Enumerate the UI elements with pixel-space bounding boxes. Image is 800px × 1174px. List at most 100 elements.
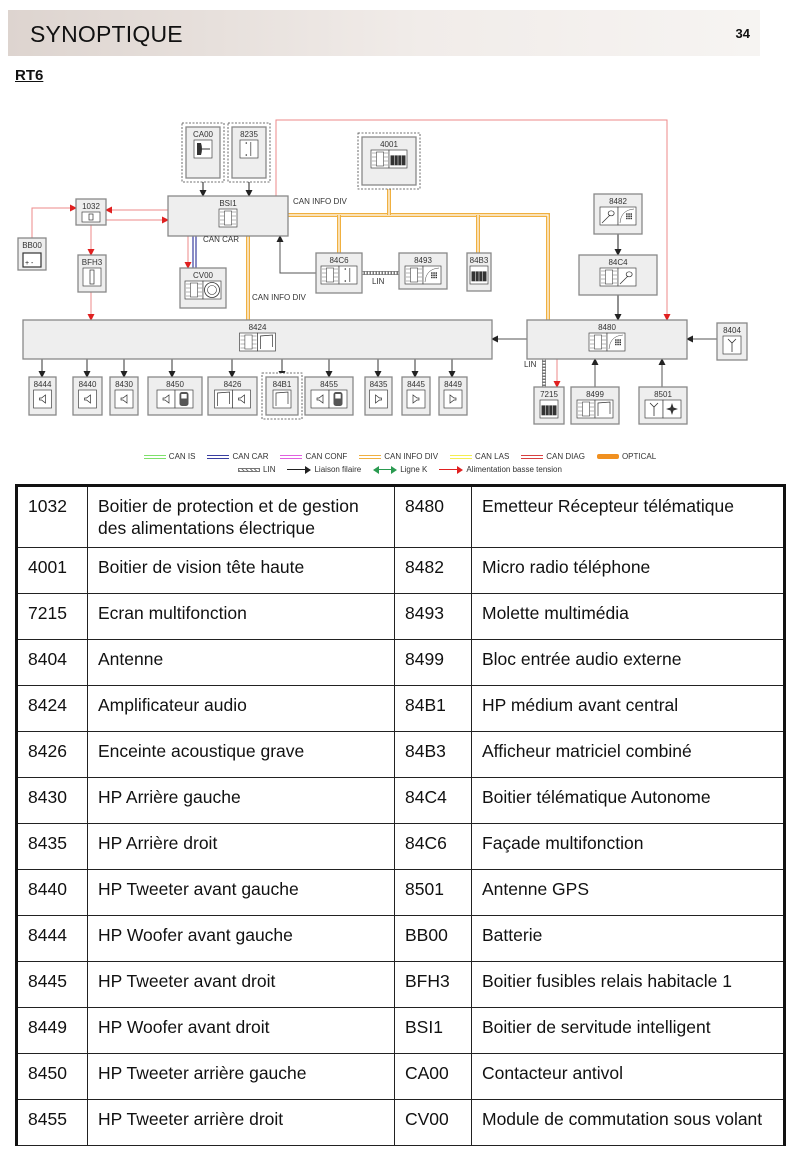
node-label: BSI1 (219, 199, 237, 208)
legend-item: Ligne K (373, 465, 427, 474)
part-description: Amplificateur audio (87, 685, 395, 732)
node-label: 8445 (407, 380, 425, 389)
part-code: 8424 (16, 685, 88, 732)
part-code: 8426 (16, 731, 88, 778)
part-code: CV00 (394, 1099, 472, 1146)
node-8404: 8404 (716, 322, 748, 361)
part-code: 7215 (16, 593, 88, 640)
node-label: 8440 (79, 380, 97, 389)
ecu-switch-icon (320, 265, 358, 285)
part-description: Afficheur matriciel combiné (471, 731, 785, 778)
node-label: 4001 (380, 140, 398, 149)
node-84b1: 84B1 (261, 372, 303, 420)
bus-label: LIN (372, 277, 385, 286)
part-code: 84C4 (394, 777, 472, 824)
display-icon (539, 399, 559, 419)
part-code: 8404 (16, 639, 88, 686)
legend-line-swatch-icon (143, 454, 166, 459)
part-description: Boitier de vision tête haute (87, 547, 395, 594)
page-number: 34 (735, 26, 750, 41)
legend-label: Ligne K (400, 465, 428, 474)
node-label: 84B3 (470, 256, 489, 265)
node-label: 8235 (240, 130, 258, 139)
node-7215: 7215 (533, 386, 565, 425)
legend-label: OPTICAL (621, 452, 657, 461)
part-description: Molette multimédia (471, 593, 785, 640)
legend-item: CAN CAR (207, 452, 268, 461)
part-description: HP Tweeter arrière droit (87, 1099, 395, 1146)
part-code: 8449 (16, 1007, 88, 1054)
part-code: BB00 (394, 915, 472, 962)
part-description: Boitier télématique Autonome (471, 777, 785, 824)
legend-arrow-icon (287, 465, 312, 474)
part-code: 1032 (16, 485, 88, 548)
node-label: 8404 (723, 326, 741, 335)
svg-text:+ -: + - (25, 260, 34, 267)
part-description: Boitier fusibles relais habitacle 1 (471, 961, 785, 1008)
speaker-right-icon (443, 389, 463, 409)
legend-arrow-icon (439, 465, 464, 474)
legend-label: CAN LAS (475, 452, 510, 461)
speaker-icon (78, 389, 97, 409)
mic-keypad-icon (599, 206, 637, 226)
node-label: 8480 (598, 323, 616, 332)
node-8455: 8455 (304, 376, 354, 416)
antenna-icon (722, 335, 742, 355)
speaker-car-icon (310, 389, 348, 409)
node-8493: 8493 (398, 252, 448, 290)
part-description: HP Arrière droit (87, 823, 395, 870)
speaker-car-icon (156, 389, 194, 409)
part-code: 8501 (394, 869, 472, 916)
speaker-icon (33, 389, 52, 409)
part-description: Ecran multifonction (87, 593, 395, 640)
node-8435: 8435 (364, 376, 393, 416)
node-label: 8435 (370, 380, 388, 389)
node-84c6: 84C6 (315, 252, 363, 294)
part-code: 8499 (394, 639, 472, 686)
page-title: SYNOPTIQUE (30, 21, 183, 47)
legend-solid-swatch-icon (596, 454, 619, 459)
ecu-keypad-icon (404, 265, 442, 285)
node-label: CV00 (193, 271, 214, 280)
part-description: HP Arrière gauche (87, 777, 395, 824)
part-code: 8455 (16, 1099, 88, 1146)
connection-line (275, 119, 671, 321)
node-84b3: 84B3 (466, 252, 492, 292)
ecu-note-icon (239, 332, 276, 352)
part-code: 8482 (394, 547, 472, 594)
part-description: Antenne GPS (471, 869, 785, 916)
legend-item: CAN IS (143, 452, 195, 461)
part-description: HP Woofer avant droit (87, 1007, 395, 1054)
part-description: HP Tweeter avant gauche (87, 869, 395, 916)
speaker-right-icon (406, 389, 426, 409)
node-label: BB00 (22, 241, 42, 250)
ecu-icon (218, 208, 238, 228)
note-icon (272, 389, 292, 409)
legend-line-swatch-icon (450, 454, 473, 459)
part-description: HP Tweeter arrière gauche (87, 1053, 395, 1100)
ecu-mic-icon (599, 267, 637, 287)
node-label: 1032 (82, 202, 100, 211)
can-car-bus (192, 236, 197, 268)
part-description: Boitier de protection et de gestion des … (87, 485, 395, 548)
node-8424: 8424 (22, 319, 493, 360)
connection-line (31, 204, 77, 238)
switch-icon (239, 139, 259, 159)
node-bsi1: BSI1 (167, 195, 289, 237)
part-description: Façade multifonction (471, 823, 785, 870)
node-84c4: 84C4 (578, 254, 658, 296)
note-speaker-icon (214, 389, 251, 409)
node-8449: 8449 (438, 376, 468, 416)
part-description: Enceinte acoustique grave (87, 731, 395, 778)
node-8499: 8499 (570, 386, 620, 425)
wires-layer (31, 119, 717, 388)
